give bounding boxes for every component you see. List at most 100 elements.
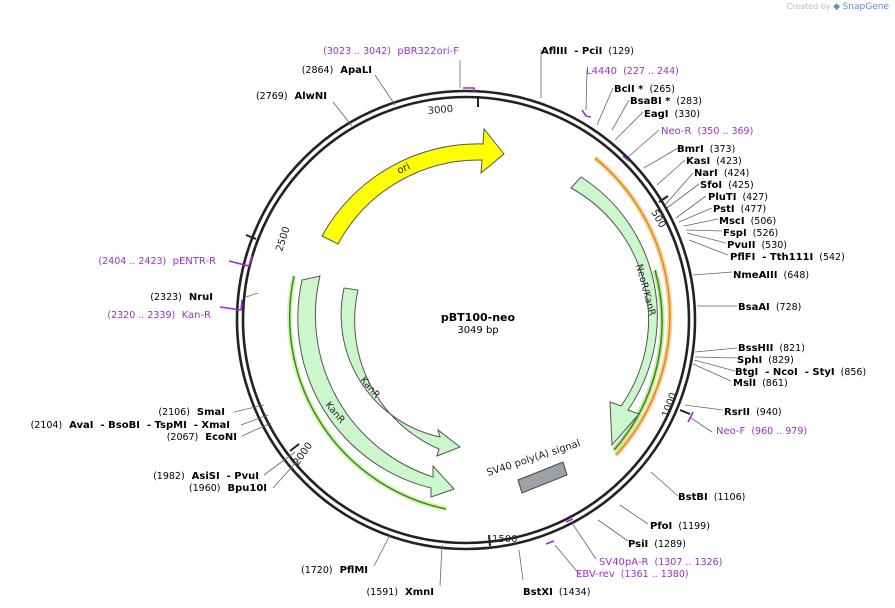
label-coordinate: (506) — [745, 216, 777, 227]
enzyme-label-eagi: EagI (330) — [644, 109, 700, 120]
label-coordinate: (829) — [762, 355, 794, 366]
label-coordinate: (350 .. 369) — [692, 126, 754, 137]
primer-label-neor-p: Neo-R (350 .. 369) — [661, 126, 753, 137]
enzyme-label-nari: NarI (424) — [694, 168, 749, 179]
label-coordinate: (1434) — [553, 587, 591, 598]
label-name: ApaLI — [333, 65, 372, 76]
primer-label-pentr: (2404 .. 2423) pENTR-R — [98, 256, 216, 267]
label-coordinate: (1982) — [153, 471, 185, 482]
enzyme-label-plutI: PluTI (427) — [708, 192, 768, 203]
label-name: AlwNI — [288, 91, 327, 102]
label-coordinate: (265) — [643, 84, 675, 95]
enzyme-label-btgi: BtgI - NcoI - StyI (856) — [735, 367, 866, 378]
label-name: pBR322ori-F — [391, 46, 459, 57]
label-coordinate: (542) — [813, 252, 845, 263]
ori-feature — [321, 127, 505, 245]
primer-bar-kanr — [219, 299, 243, 311]
primer-bar-pentr — [228, 255, 253, 267]
enzyme-label-bcli: BclI * (265) — [614, 84, 675, 95]
label-name: PfoI — [650, 521, 672, 532]
label-name: NruI — [182, 292, 213, 303]
enzyme-label-xmni: (1591) XmnI — [366, 587, 434, 598]
watermark: Created by ◆ SnapGene — [787, 2, 889, 12]
label-coordinate: (530) — [755, 240, 787, 251]
label-name: BstXI — [523, 587, 553, 598]
label-name: AvaI — [62, 420, 93, 431]
feature-label-kanr-inner: KanR — [358, 375, 382, 401]
label-name: NarI — [694, 168, 718, 179]
enzyme-label-asisi: (1982) AsiSI - PvuI — [153, 471, 259, 482]
enzyme-label-psii: PsiI (1289) — [628, 539, 686, 550]
enzyme-label-pfoi: PfoI (1199) — [650, 521, 710, 532]
enzyme-label-bmri: BmrI (373) — [677, 144, 735, 155]
label-name: EcoNI — [198, 432, 237, 443]
label-name: EBV-rev — [576, 569, 615, 580]
label-coordinate: (1960) — [189, 483, 221, 494]
label-coordinate: (2323) — [150, 292, 182, 303]
label-name: * — [635, 84, 644, 95]
label-name: BclI — [614, 84, 635, 95]
label-name: BsaBI — [630, 96, 662, 107]
neo-green-line — [613, 269, 663, 451]
primer-bars — [219, 87, 694, 545]
label-coordinate: (2067) — [167, 432, 199, 443]
watermark-brand: SnapGene — [842, 2, 889, 12]
label-name: Bpu10I — [221, 483, 268, 494]
tick-label-1500: 1500 — [492, 534, 517, 545]
label-name: PstI — [713, 204, 735, 215]
enzyme-label-econi: (2067) EcoNI — [167, 432, 237, 443]
label-name: BmrI — [677, 144, 704, 155]
label-coordinate: (477) — [735, 204, 767, 215]
feature-label-polya: SV40 poly(A) signal — [486, 438, 582, 479]
plasmid-backbone — [235, 89, 697, 551]
enzyme-label-kasi: KasI (423) — [686, 156, 742, 167]
enzyme-label-bpu10i: (1960) Bpu10I — [189, 483, 267, 494]
label-coordinate: (1720) — [301, 565, 333, 576]
primer-bar-pbr322 — [463, 87, 475, 92]
label-coordinate: (227 .. 244) — [617, 66, 679, 77]
enzyme-label-smai: (2106) SmaI — [158, 407, 225, 418]
enzyme-label-bstbi: BstBI (1106) — [678, 492, 745, 503]
label-leaders — [233, 50, 738, 587]
label-name: BsaAI — [738, 302, 770, 313]
label-coordinate: (648) — [777, 270, 809, 281]
primer-label-pbr322: (3023 .. 3042) pBR322ori-F — [323, 46, 459, 57]
enzyme-label-rsrii: RsrII (940) — [724, 407, 782, 418]
label-name: SfoI — [700, 180, 722, 191]
kanr-inner-feature — [340, 287, 462, 457]
label-coordinate: (821) — [773, 343, 805, 354]
label-coordinate: (1199) — [672, 521, 710, 532]
label-name: AsiSI — [185, 471, 220, 482]
label-name: BtgI — [735, 367, 758, 378]
label-name: - TspMI — [140, 420, 187, 431]
label-name: RsrII — [724, 407, 750, 418]
primer-bar-neof — [687, 411, 694, 423]
enzyme-label-psti: PstI (477) — [713, 204, 766, 215]
watermark-prefix: Created by — [786, 2, 831, 11]
label-name: SV40pA-R — [599, 557, 648, 568]
primer-label-l4440: L4440 (227 .. 244) — [586, 66, 679, 77]
label-name: Neo-F — [716, 426, 746, 437]
enzyme-label-aflili: AflIII - PciI (129) — [541, 46, 634, 57]
tick-label-3000: 3000 — [427, 104, 453, 117]
label-name: Neo-R — [661, 126, 692, 137]
neor-feature — [570, 176, 658, 447]
enzyme-label-sfoi: SfoI (425) — [700, 180, 754, 191]
enzyme-label-pflmi: (1720) PflMI — [301, 565, 368, 576]
label-name: pENTR-R — [166, 256, 216, 267]
label-coordinate: (2769) — [256, 91, 288, 102]
feature-label-ori: ori — [396, 161, 412, 176]
site-labels: (3023 .. 3042) pBR322ori-F (2864) ApaLI (2… — [31, 46, 867, 598]
label-coordinate: (940) — [750, 407, 782, 418]
kanr-outer-feature — [297, 275, 455, 498]
kan-green-line — [288, 275, 447, 510]
primer-bar-l4440 — [581, 109, 592, 118]
label-coordinate: (2104) — [31, 420, 63, 431]
enzyme-label-apali: (2864) ApaLI — [302, 65, 372, 76]
label-name: BstBI — [678, 492, 708, 503]
label-coordinate: (373) — [704, 144, 736, 155]
enzyme-label-bsaai: BsaAI (728) — [738, 302, 801, 313]
label-name: BssHII — [738, 343, 773, 354]
label-name: EagI — [644, 109, 668, 120]
